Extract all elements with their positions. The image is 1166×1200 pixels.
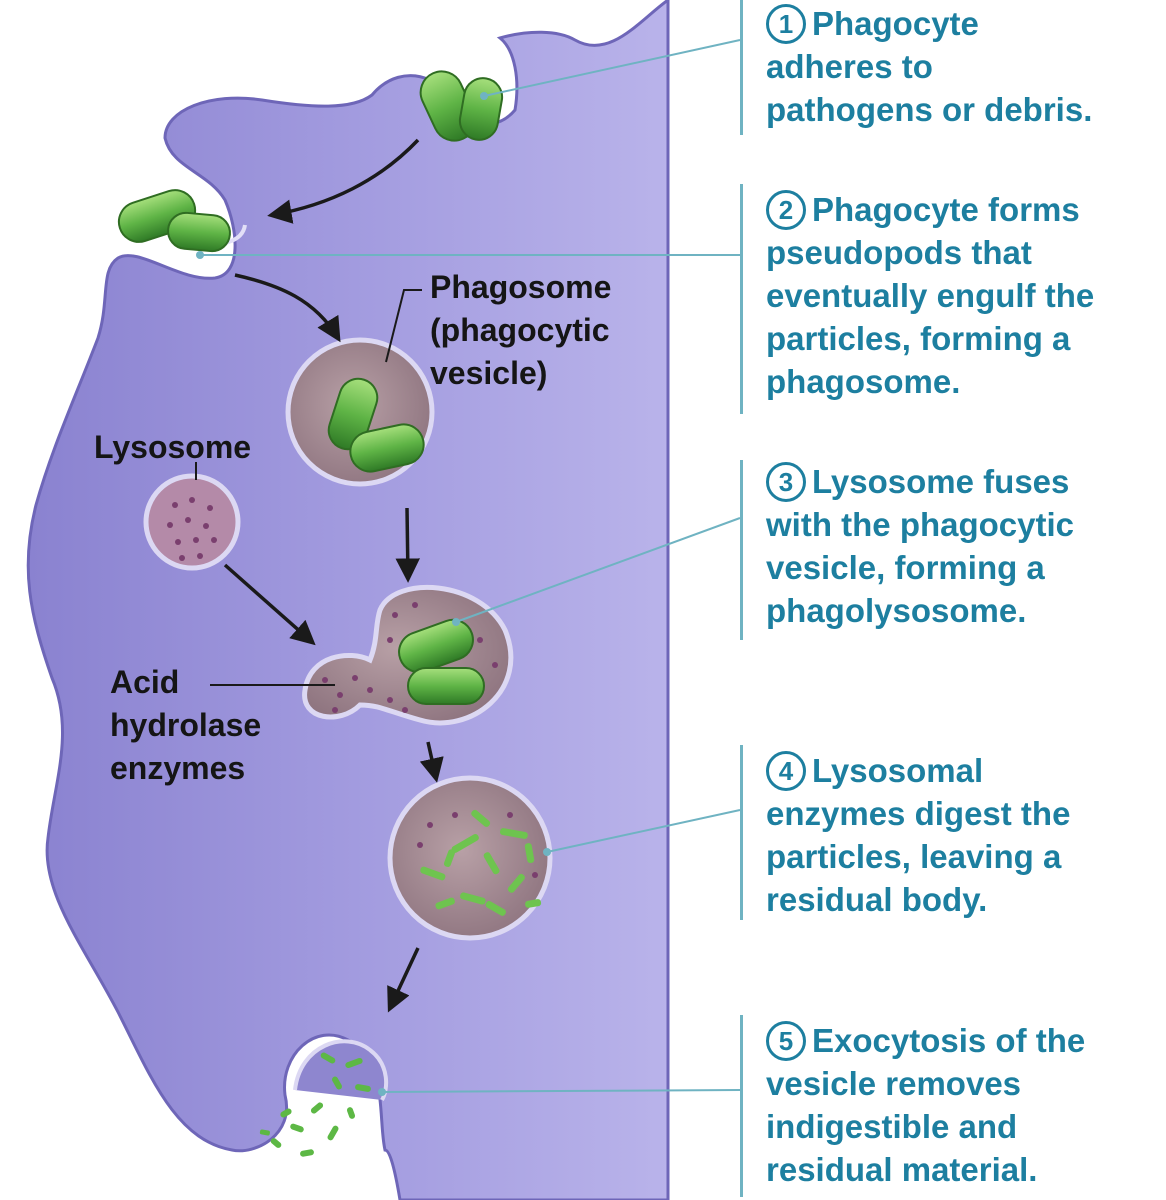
step-4-rule: [740, 745, 743, 920]
step-2-rule: [740, 184, 743, 414]
step-leaders: [200, 39, 741, 1093]
step-4-line-3: particles, leaving a: [766, 838, 1062, 875]
step-2-line-3: eventually engulf the: [766, 277, 1095, 314]
step5-leader: [381, 1089, 741, 1093]
exocytosis-debris: [259, 1039, 389, 1157]
step-5-number: 5: [766, 1021, 806, 1061]
step-1-line-1: Phagocyte: [812, 5, 979, 42]
step-1-rule: [740, 0, 743, 135]
phagosome-label: Phagosome (phagocytic vesicle): [430, 269, 620, 391]
phagosome-leader: [385, 289, 422, 363]
step-3-line-3: vesicle, forming a: [766, 549, 1045, 586]
step-5-line-1: Exocytosis of the: [812, 1022, 1086, 1059]
arrow-residual-down: [387, 947, 420, 1013]
step-5-line-4: residual material.: [766, 1151, 1038, 1188]
arrow-1-to-2: [267, 138, 420, 224]
step2-bacteria: [117, 189, 247, 253]
step-2-line-5: phagosome.: [766, 363, 961, 400]
step-2-number: 2: [766, 190, 806, 230]
step-1-line-2: adheres to: [766, 48, 933, 85]
phagocyte-cell: [26, 0, 670, 1200]
step-2-line-4: particles, forming a: [766, 320, 1071, 357]
phagosome: [285, 337, 435, 487]
step-4-line-1: Lysosomal: [812, 752, 984, 789]
leader-dots: [196, 92, 551, 1096]
step-3-rule: [740, 460, 743, 640]
step-3-number: 3: [766, 462, 806, 502]
lysosome-label: Lysosome: [94, 429, 251, 465]
arrow-phagosome-down: [395, 507, 420, 583]
arrow-lysosome-to-fusion: [223, 563, 316, 646]
step-1-number: 1: [766, 4, 806, 44]
step-3-line-2: with the phagocytic: [766, 506, 1075, 543]
lysosome: [143, 473, 241, 571]
arrow-fusion-down: [419, 741, 444, 783]
acid-hydrolase-label: Acid hydrolase enzymes: [110, 664, 270, 786]
step4-leader: [546, 809, 741, 853]
label-leaders: [195, 289, 422, 686]
flow-arrows: [223, 138, 444, 1013]
step-2-line-1: Phagocyte forms: [812, 191, 1080, 228]
step-1-line-3: pathogens or debris.: [766, 91, 1093, 128]
step-5-line-2: vesicle removes: [766, 1065, 1022, 1102]
step-5-rule: [740, 1015, 743, 1197]
step-4-line-2: enzymes digest the: [766, 795, 1071, 832]
step-2-line-2: pseudopods that: [766, 234, 1032, 271]
step3-leader: [455, 517, 741, 623]
step-4-number: 4: [766, 751, 806, 791]
step-4-line-4: residual body.: [766, 881, 988, 918]
step-3-line-4: phagolysosome.: [766, 592, 1027, 629]
residual-body: [387, 775, 553, 941]
arrow-2-to-phagosome: [234, 273, 341, 343]
step-3-line-1: Lysosome fuses: [812, 463, 1070, 500]
step1-leader: [483, 39, 741, 97]
step-5-line-3: indigestible and: [766, 1108, 1018, 1145]
